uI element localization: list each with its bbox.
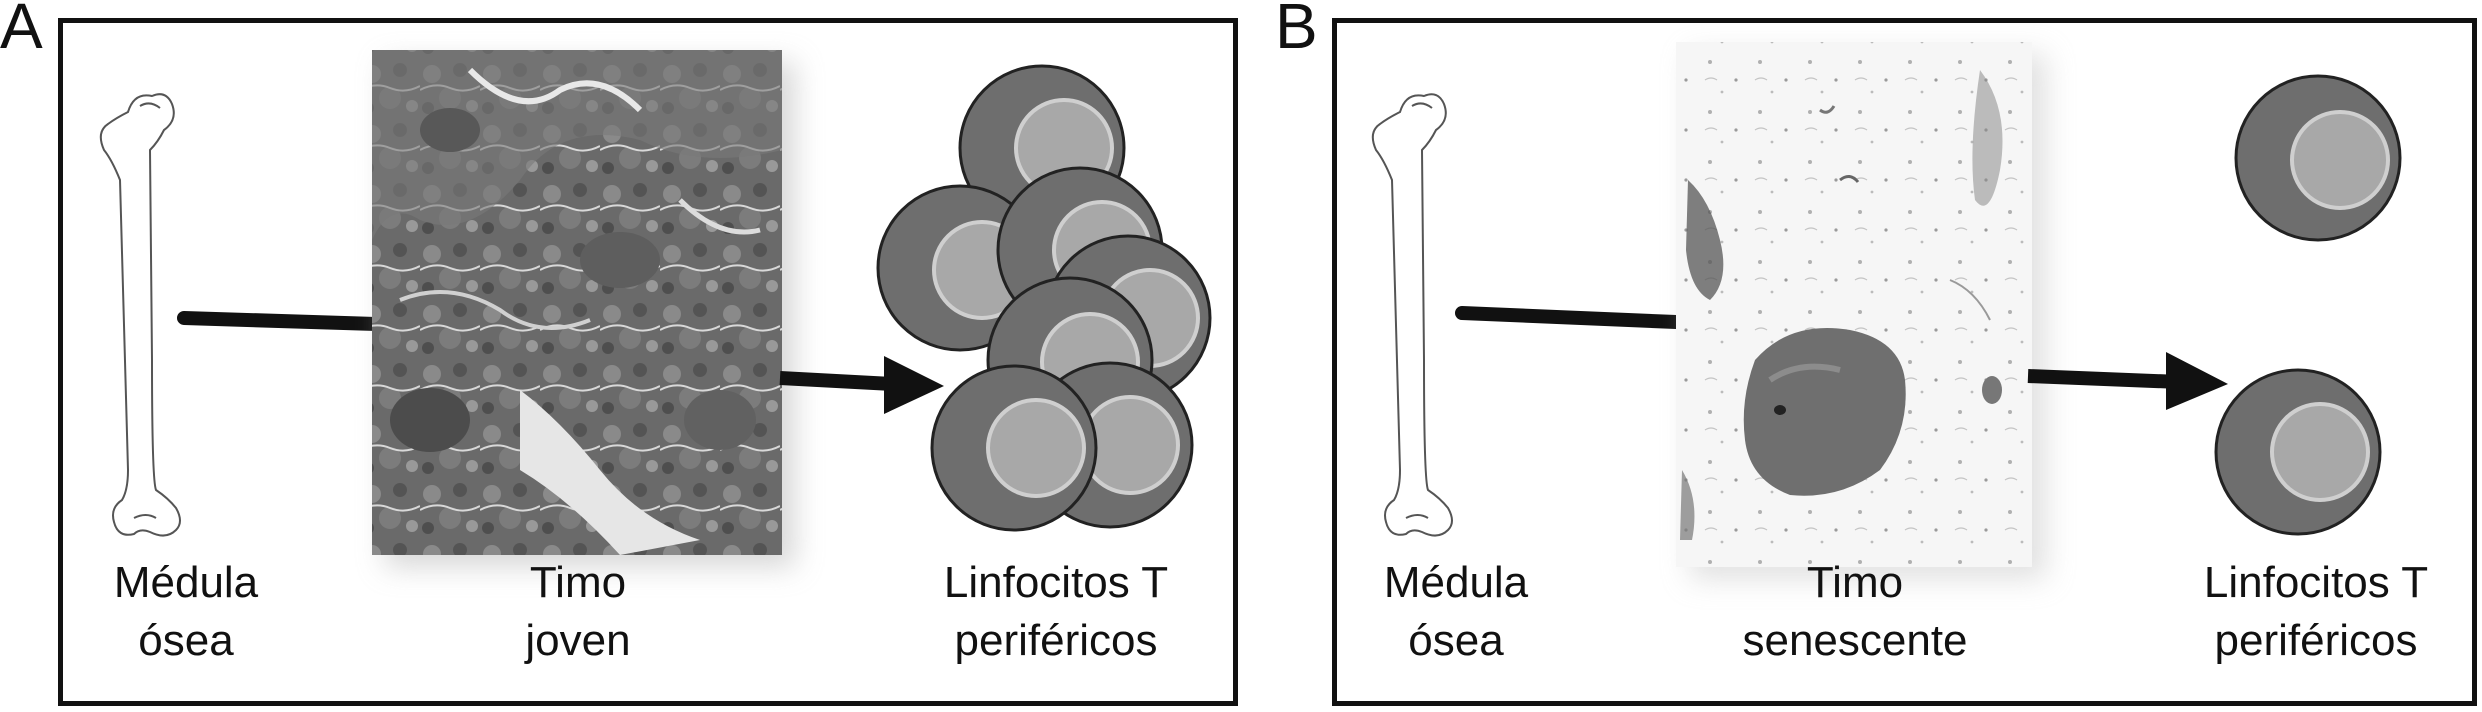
label-bone-line2-b: ósea	[1408, 616, 1504, 665]
label-thymus-line2-a: joven	[525, 616, 631, 665]
femur-bone-icon-a	[99, 93, 181, 537]
arrow-a	[779, 356, 944, 414]
label-bone-line1-b: Médula	[1383, 558, 1529, 607]
label-tcells-line1-b: Linfocitos T	[2203, 558, 2429, 607]
femur-bone-icon-b	[1371, 93, 1453, 537]
arrow-b	[2027, 352, 2228, 410]
panel-b-letter: B	[1275, 0, 1318, 62]
label-tcells-a: Linfocitos T periféricos	[916, 554, 1196, 670]
label-tcells-line1-a: Linfocitos T	[943, 558, 1169, 607]
label-thymus-a: Timo joven	[478, 554, 678, 670]
label-tcells-b: Linfocitos T periféricos	[2176, 554, 2456, 670]
label-thymus-line1-a: Timo	[529, 558, 627, 607]
senescent-thymus-image	[1676, 42, 2032, 567]
label-thymus-line1-b: Timo	[1806, 558, 1904, 607]
panel-a-letter: A	[0, 0, 43, 62]
connector-line-b	[1455, 306, 1683, 329]
label-thymus-b: Timo senescente	[1710, 554, 2000, 670]
young-thymus-image	[372, 50, 782, 555]
label-tcells-line2-b: periféricos	[2214, 616, 2418, 665]
connector-line-a	[177, 311, 383, 331]
label-bone-marrow-b: Médula ósea	[1356, 554, 1556, 670]
t-cell-cluster-a	[876, 64, 1212, 532]
label-bone-line2-a: ósea	[138, 616, 234, 665]
label-tcells-line2-a: periféricos	[954, 616, 1158, 665]
label-thymus-line2-b: senescente	[1742, 616, 1968, 665]
label-bone-line1-a: Médula	[113, 558, 259, 607]
label-bone-marrow-a: Médula ósea	[86, 554, 286, 670]
t-cells-b	[2214, 74, 2402, 536]
